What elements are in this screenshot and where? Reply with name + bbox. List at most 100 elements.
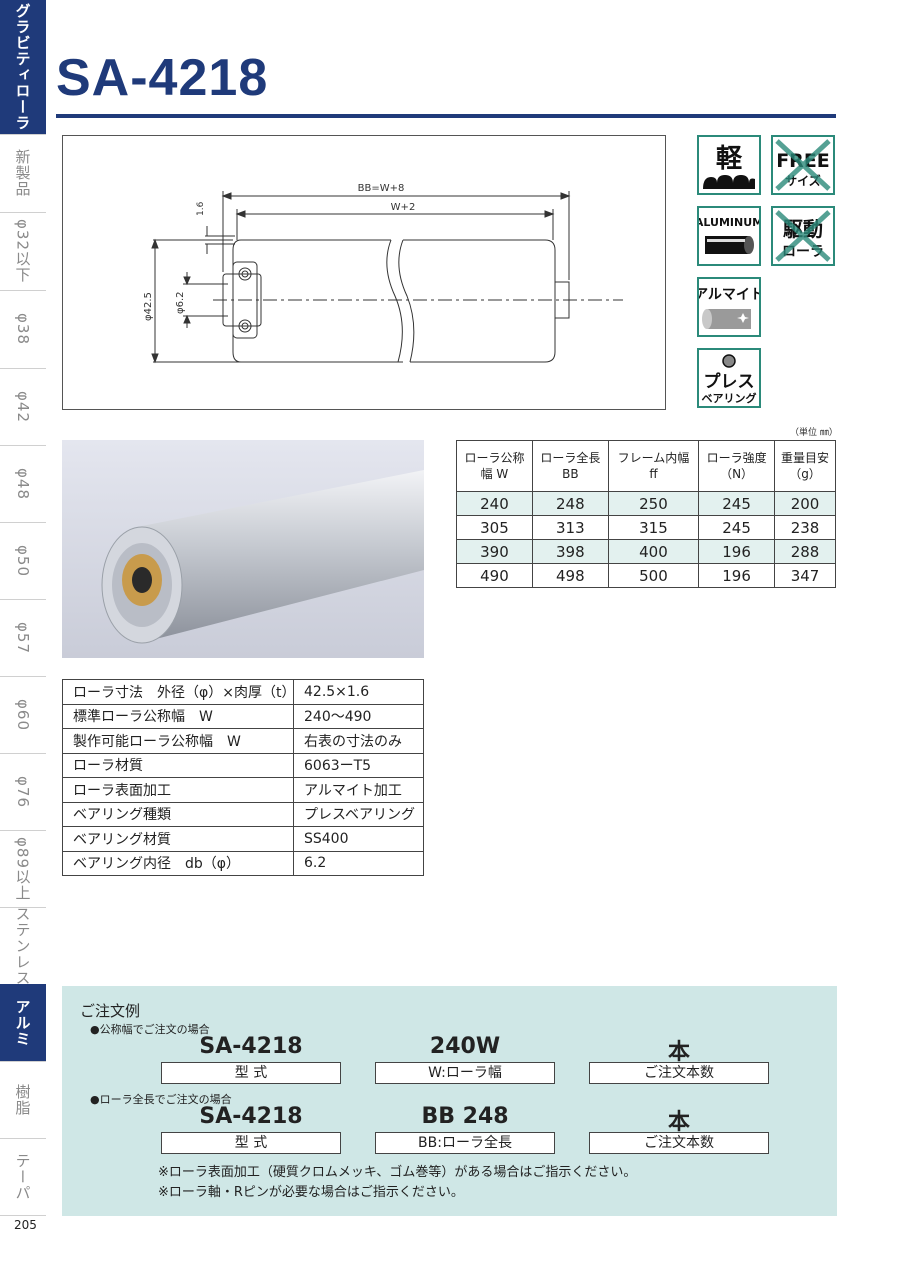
page-number: 205	[14, 1218, 37, 1232]
header-weight: 重量目安（g）	[774, 440, 836, 492]
free-sub-label: サイズ	[785, 173, 821, 188]
title-divider	[56, 114, 836, 118]
property-value: アルマイト加工	[293, 777, 424, 803]
side-tab-label: φ76	[14, 775, 32, 808]
dim-16-label: 1.6	[196, 201, 206, 216]
table-row: 305 313 315 245 238	[456, 515, 836, 540]
header-strength: ローラ強度（N）	[698, 440, 776, 492]
case1-width-box: W:ローラ幅	[375, 1062, 555, 1084]
aluminum-label: ALUMINUM	[699, 216, 759, 229]
dim-w-label: W+2	[391, 202, 416, 213]
property-key: ベアリング材質	[62, 826, 294, 852]
side-tab-38[interactable]: φ38	[0, 290, 46, 369]
side-tab-label: φ57	[14, 621, 32, 654]
side-tab-50[interactable]: φ50	[0, 522, 46, 600]
side-tab-label: φ89以上	[13, 836, 32, 901]
table-cell: 490	[456, 563, 533, 588]
table-row: ローラ表面加工アルマイト加工	[62, 777, 424, 803]
table-cell: 347	[774, 563, 836, 588]
dim-62-label: φ6.2	[175, 292, 186, 315]
side-tab-48[interactable]: φ48	[0, 445, 46, 523]
side-tab-label: φ48	[14, 467, 32, 500]
table-cell: 238	[774, 515, 836, 540]
table-row: ベアリング種類プレスベアリング	[62, 801, 424, 827]
table-row: ローラ寸法 外径（φ）×肉厚（t）42.5×1.6	[62, 679, 424, 705]
order-heading: ご注文例	[80, 1002, 141, 1020]
table-cell: 200	[774, 491, 836, 516]
property-value: 240～490	[293, 703, 424, 729]
free-size-icon: FREE サイズ	[771, 135, 835, 195]
light-weight-icon: 軽	[697, 135, 761, 195]
property-key: ベアリング内径 db（φ）	[62, 850, 294, 876]
table-cell: 390	[456, 539, 533, 564]
side-tab-42[interactable]: φ42	[0, 368, 46, 446]
side-tab-60[interactable]: φ60	[0, 676, 46, 754]
property-key: ローラ寸法 外径（φ）×肉厚（t）	[62, 679, 295, 705]
order-case1-label: ●公称幅でご注文の場合	[90, 1023, 210, 1036]
table-cell: 245	[698, 515, 776, 540]
press-bearing-icon: プレス ベアリング	[697, 348, 761, 408]
table-row: ベアリング内径 db（φ）6.2	[62, 850, 424, 876]
side-tab-76[interactable]: φ76	[0, 753, 46, 831]
order-example-panel: ご注文例 ●公称幅でご注文の場合 SA-4218 240W 本 型 式 W:ロー…	[62, 986, 837, 1216]
aluminum-icon: ALUMINUM	[697, 206, 761, 266]
technical-drawing: BB=W+8 W+2 1.6 φ42.5 φ6.2	[62, 135, 666, 410]
unit-note: （単位 ㎜）	[790, 428, 838, 438]
case1-width: 240W	[429, 1034, 501, 1059]
roller-drawing-svg: BB=W+8 W+2 1.6 φ42.5 φ6.2	[143, 183, 623, 364]
side-tab-89[interactable]: φ89以上	[0, 830, 46, 908]
case1-qty-box: ご注文本数	[589, 1062, 769, 1084]
side-tab-label: φ42	[14, 390, 32, 423]
side-tab-label: ステンレス	[13, 905, 32, 986]
side-tab-resin[interactable]: 樹脂	[0, 1061, 46, 1139]
property-key: 標準ローラ公称幅 W	[62, 703, 294, 729]
property-value: 42.5×1.6	[293, 679, 424, 705]
case2-qty: 本	[667, 1110, 690, 1135]
side-tab-label: φ60	[14, 698, 32, 731]
property-value: プレスベアリング	[293, 801, 424, 827]
order-note-1: ※ローラ表面加工（硬質クロムメッキ、ゴム巻等）がある場合はご指示ください。	[158, 1165, 637, 1180]
property-key: ベアリング種類	[62, 801, 294, 827]
table-cell: 398	[531, 539, 609, 564]
case2-model: SA-4218	[199, 1104, 303, 1129]
case1-model-box: 型 式	[161, 1062, 341, 1084]
table-row: 390 398 400 196 288	[456, 539, 836, 564]
side-tab-new-products[interactable]: 新製品	[0, 134, 46, 213]
free-label: FREE	[776, 150, 830, 172]
property-value: 6.2	[293, 850, 424, 876]
side-tab-32[interactable]: φ32以下	[0, 212, 46, 291]
side-tab-label: グラビティローラ	[13, 3, 32, 131]
table-cell: 315	[607, 515, 700, 540]
side-tab-57[interactable]: φ57	[0, 599, 46, 677]
side-tab-label: φ38	[14, 313, 32, 345]
product-photo	[62, 440, 424, 658]
table-cell: 248	[531, 491, 609, 516]
side-tab-gravity-roller[interactable]: グラビティローラ	[0, 0, 46, 135]
side-tab-aluminum[interactable]: アルミ	[0, 984, 46, 1062]
light-label: 軽	[716, 143, 743, 174]
dim-bb-label: BB=W+8	[358, 183, 405, 194]
case1-qty: 本	[667, 1040, 690, 1065]
side-tab-stainless[interactable]: ステンレス	[0, 905, 46, 986]
property-value: 右表の寸法のみ	[293, 728, 424, 754]
press-sub-label: ベアリング	[702, 391, 757, 405]
property-value: 6063ーT5	[293, 752, 424, 778]
table-cell: 498	[531, 563, 609, 588]
side-tab-label: φ32以下	[13, 219, 32, 283]
table-row: 490 498 500 196 347	[456, 563, 836, 588]
case2-length-box: BB:ローラ全長	[375, 1132, 555, 1154]
case2-model-box: 型 式	[161, 1132, 341, 1154]
table-cell: 245	[698, 491, 776, 516]
side-tab-taper[interactable]: テーパ	[0, 1138, 46, 1216]
order-note-2: ※ローラ軸・Rピンが必要な場合はご指示ください。	[158, 1185, 464, 1200]
side-tab-label: アルミ	[13, 998, 32, 1047]
side-tab-bar: グラビティローラ 新製品 φ32以下 φ38 φ42 φ48 φ50 φ57 φ…	[0, 0, 46, 1216]
table-cell: 305	[456, 515, 533, 540]
case2-qty-box: ご注文本数	[589, 1132, 769, 1154]
